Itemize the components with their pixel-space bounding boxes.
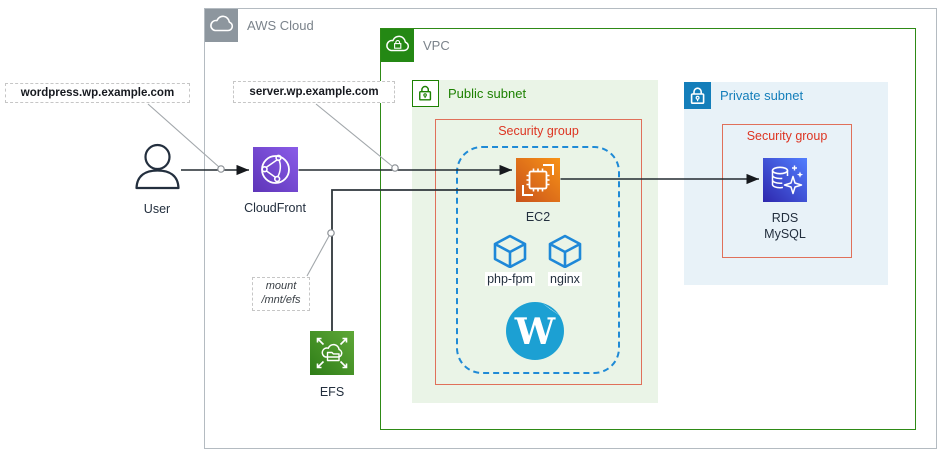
ec2-label: EC2 (525, 210, 551, 224)
wordpress-domain-callout: wordpress.wp.example.com (5, 83, 190, 103)
wordpress-logo: W (506, 302, 564, 360)
vpc-container: VPC (380, 28, 916, 430)
public-security-group-label: Security group (498, 124, 579, 138)
aws-cloud-label: AWS Cloud (247, 18, 314, 33)
container-cube-icon (493, 234, 527, 268)
lock-icon (690, 87, 705, 104)
efs-mount-callout: mount /mnt/efs (252, 277, 310, 311)
nginx-label: nginx (537, 272, 593, 286)
public-subnet-label: Public subnet (448, 86, 527, 101)
server-domain-callout: server.wp.example.com (233, 81, 395, 103)
vpc-label: VPC (423, 38, 450, 53)
vpc-icon (381, 29, 414, 62)
svg-text:W: W (514, 311, 556, 353)
rds-label: RDS MySQL (750, 210, 820, 243)
ec2-icon (516, 158, 560, 202)
chip-icon (522, 164, 554, 196)
private-subnet-icon (684, 82, 711, 109)
container-cube-icon (548, 234, 582, 268)
user-label: User (143, 202, 171, 216)
private-security-group: Security group (722, 124, 852, 258)
efs-mount-line1: mount (265, 280, 297, 293)
cloudfront-label: CloudFront (244, 201, 306, 215)
cloud-lock-icon (386, 35, 410, 52)
rds-label-line2: MySQL (764, 227, 806, 242)
private-security-group-label: Security group (746, 129, 828, 143)
cloud-icon (210, 15, 234, 32)
lock-icon (419, 85, 432, 101)
efs-label: EFS (319, 385, 345, 399)
globe-network-icon (261, 154, 290, 184)
aws-cloud-icon (205, 9, 238, 42)
nginx-label-text: nginx (548, 272, 582, 286)
php-fpm-label: php-fpm (478, 272, 542, 286)
cloud-folder-expand-icon (316, 337, 348, 369)
private-subnet-label: Private subnet (720, 88, 804, 103)
rds-label-line1: RDS (771, 211, 799, 225)
php-fpm-label-text: php-fpm (485, 272, 535, 286)
efs-mount-line2: /mnt/efs (261, 294, 301, 306)
database-sparkle-icon (771, 165, 804, 195)
rds-mysql-icon (763, 158, 807, 202)
public-subnet-icon (412, 80, 439, 107)
user-icon (135, 143, 180, 190)
efs-icon (310, 331, 354, 375)
cloudfront-icon (253, 147, 298, 192)
aws-cloud-container: AWS Cloud (204, 8, 937, 449)
